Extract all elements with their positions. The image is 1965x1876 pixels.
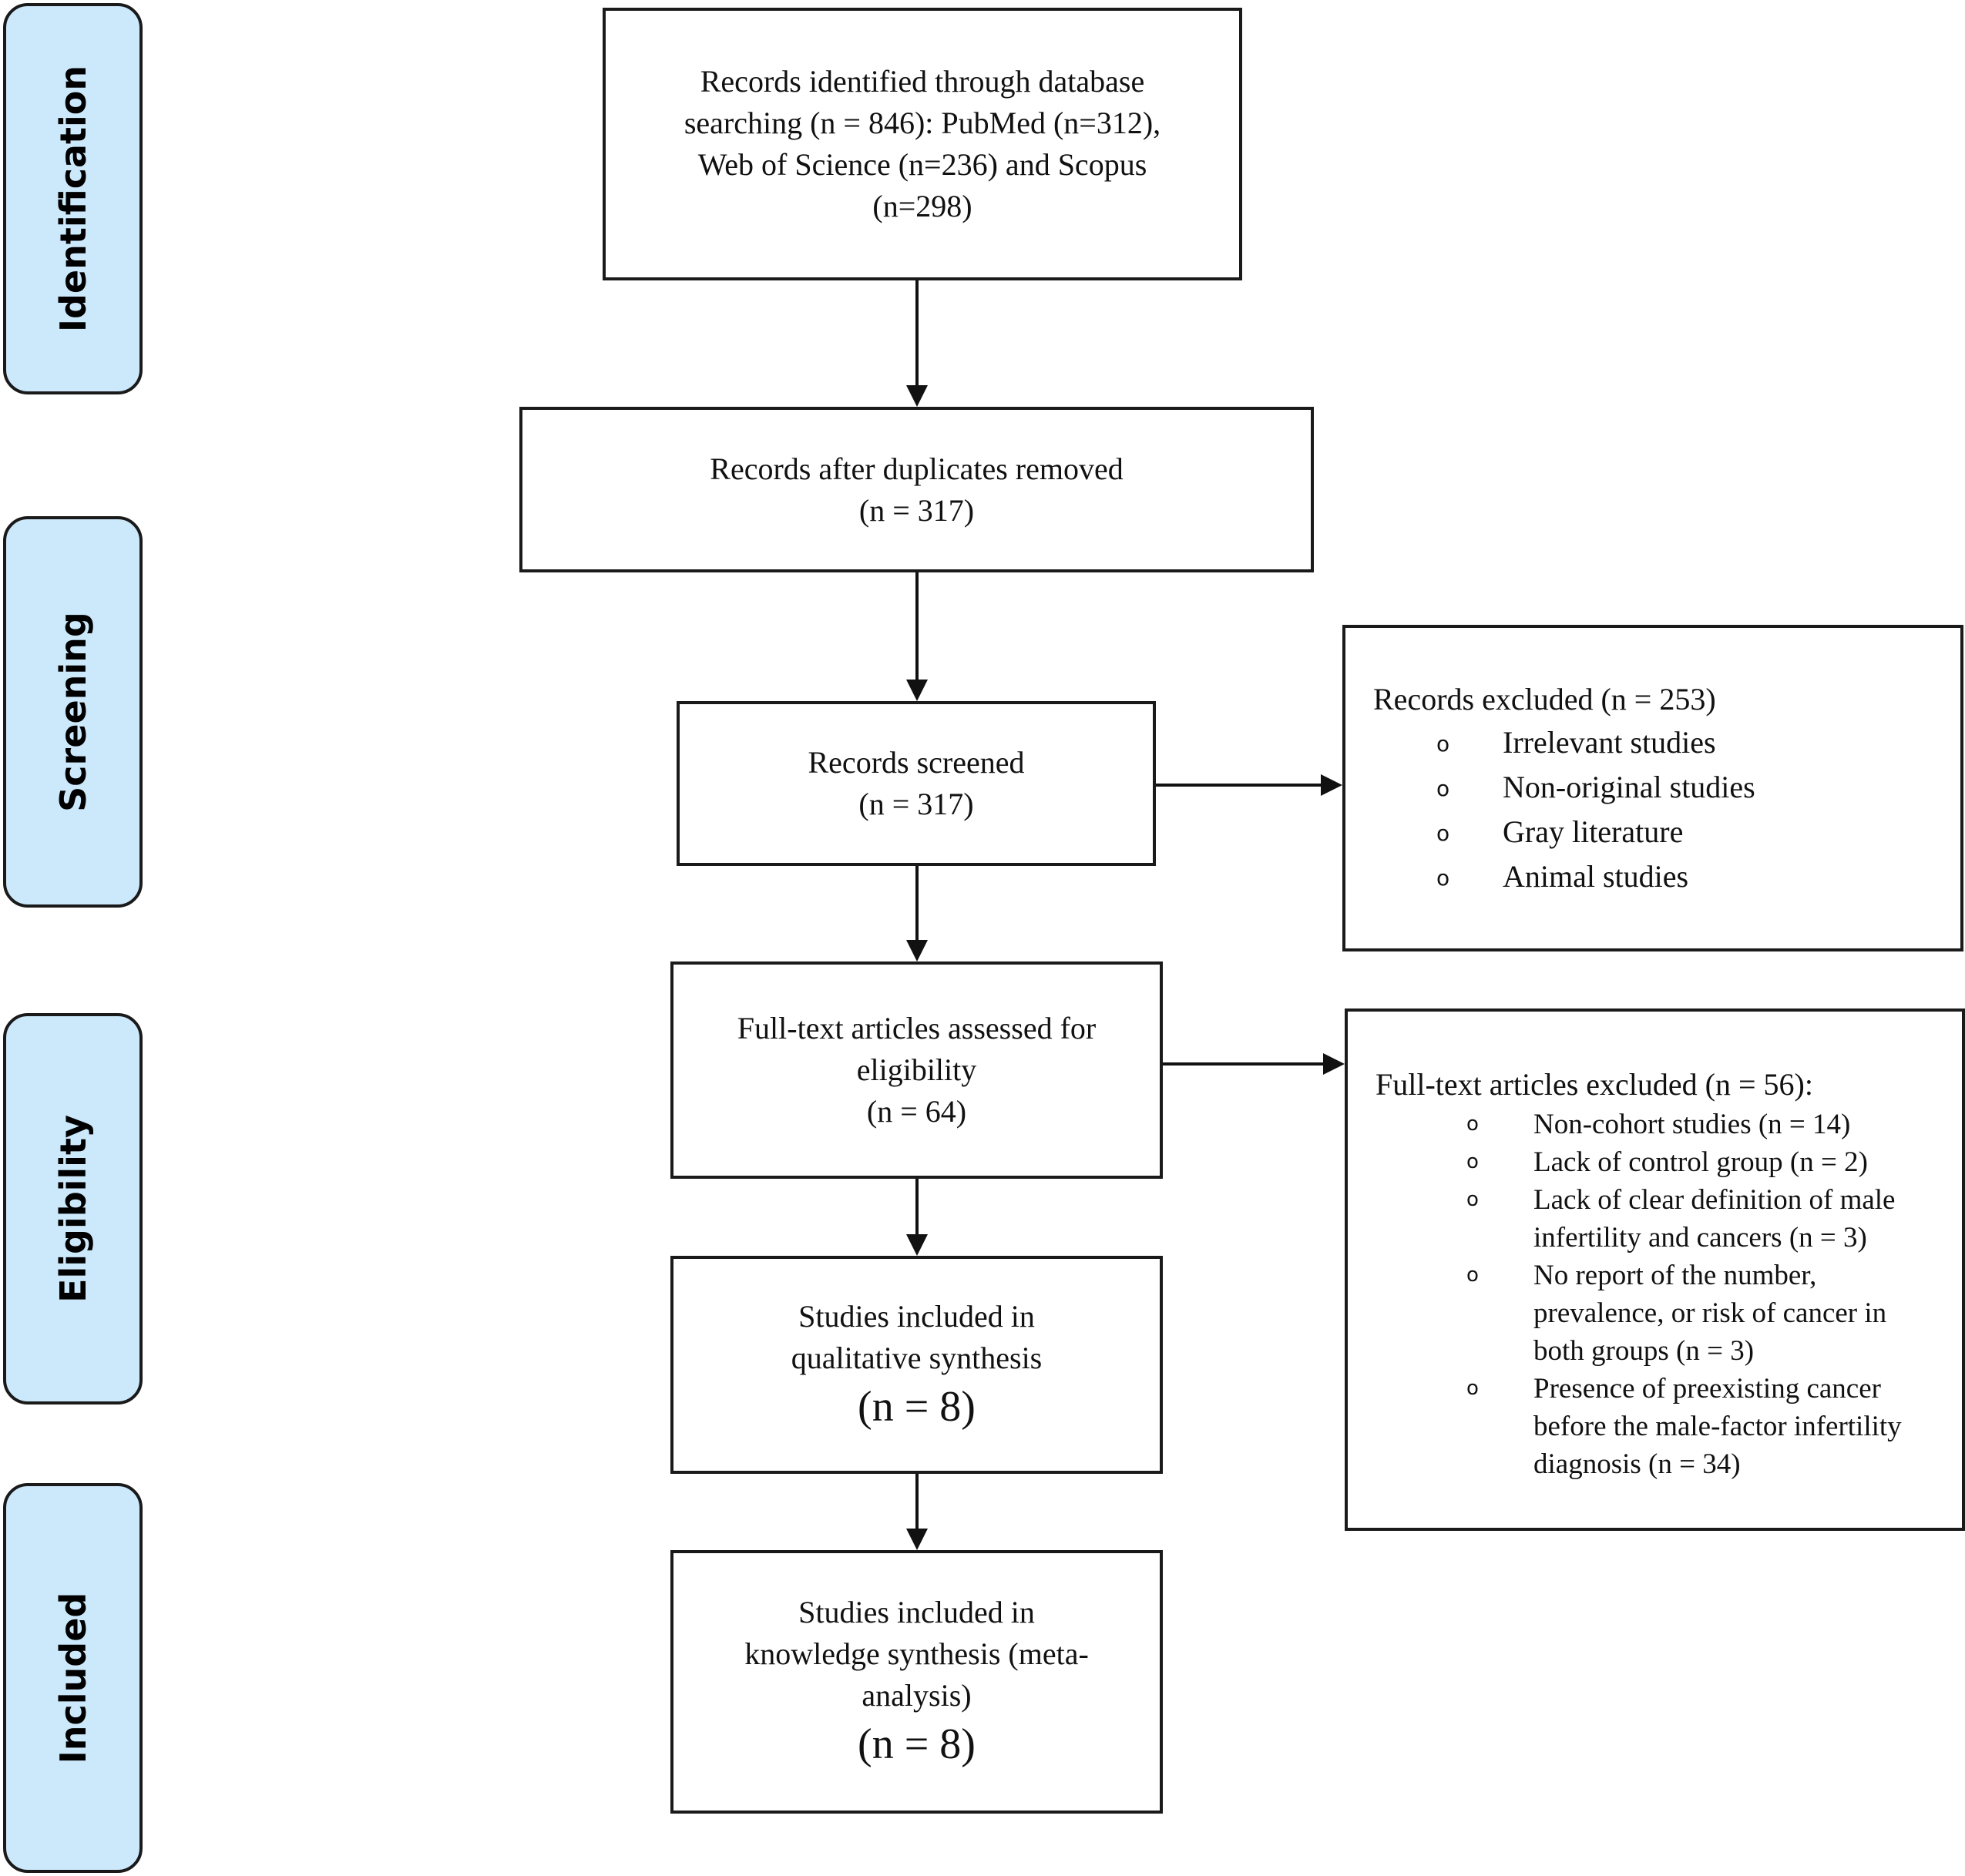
box-text-line: Studies included in	[798, 1298, 1035, 1334]
list-item: o Non-original studies	[1373, 765, 1960, 810]
bullet-icon: o	[1466, 1264, 1479, 1287]
arrowhead-icon	[906, 1529, 928, 1550]
bullet-icon: o	[1466, 1113, 1479, 1136]
list-item-text: infertility and cancers (n = 3)	[1533, 1222, 1867, 1253]
list-item-text: Non-cohort studies (n = 14)	[1533, 1109, 1851, 1140]
list-item-text: before the male-factor infertility	[1533, 1411, 1902, 1442]
bullet-icon: o	[1436, 865, 1450, 891]
box-count: (n = 8)	[858, 1720, 976, 1768]
box-text-line: knowledge synthesis (meta-	[744, 1636, 1089, 1671]
list-item-text: Lack of control group (n = 2)	[1533, 1146, 1868, 1178]
box-text-line: searching (n = 846): PubMed (n=312),	[684, 106, 1161, 140]
box-text-line: Studies included in	[798, 1595, 1035, 1629]
list-item-text: Animal studies	[1503, 859, 1689, 894]
list-item-text: Presence of preexisting cancer	[1533, 1373, 1881, 1404]
box-text-line: Full-text articles assessed for	[737, 1011, 1097, 1045]
arrowhead-icon	[1321, 774, 1342, 796]
list-item: o Gray literature	[1373, 810, 1960, 854]
records-identified-box: Records identified through database sear…	[603, 8, 1242, 280]
list-item-text: Non-original studies	[1503, 770, 1755, 804]
arrowhead-icon	[906, 680, 928, 701]
list-item-text: Gray literature	[1503, 814, 1684, 849]
meta-analysis-box: Studies included in knowledge synthesis …	[670, 1550, 1163, 1814]
bullet-icon: o	[1436, 776, 1450, 801]
fulltext-excluded-title: Full-text articles excluded (n = 56):	[1376, 1067, 1813, 1102]
phase-identification: Identification	[3, 3, 143, 394]
list-item: o Lack of control group (n = 2)	[1376, 1143, 1962, 1181]
records-screened-box: Records screened (n = 317)	[677, 701, 1156, 866]
records-excluded-title: Records excluded (n = 253)	[1373, 682, 1716, 717]
list-item-text: prevalence, or risk of cancer in	[1533, 1297, 1887, 1329]
list-item: o No report of the number, prevalence, or …	[1376, 1257, 1962, 1370]
list-item-text: Lack of clear definition of male	[1533, 1184, 1896, 1216]
phase-included: Included	[3, 1483, 143, 1873]
duplicates-removed-box: Records after duplicates removed (n = 31…	[519, 407, 1314, 572]
box-text-line: Records screened	[808, 745, 1025, 780]
arrowhead-icon	[906, 1234, 928, 1256]
list-item: o Presence of preexisting cancer before th…	[1376, 1370, 1962, 1483]
list-item: o Animal studies	[1373, 854, 1960, 899]
qualitative-synthesis-box: Studies included in qualitative synthesi…	[670, 1256, 1163, 1474]
bullet-icon: o	[1436, 731, 1450, 757]
bullet-icon: o	[1466, 1188, 1479, 1211]
box-text-line: Web of Science (n=236) and Scopus	[697, 147, 1147, 182]
box-text-line: (n=298)	[872, 189, 972, 223]
fulltext-assessed-box: Full-text articles assessed for eligibil…	[670, 961, 1163, 1179]
arrowhead-icon	[1323, 1053, 1345, 1075]
phase-eligibility: Eligibility	[3, 1013, 143, 1404]
box-text-line: qualitative synthesis	[791, 1340, 1043, 1375]
box-text-line: eligibility	[856, 1052, 977, 1087]
list-item-text: both groups (n = 3)	[1533, 1335, 1755, 1367]
bullet-icon: o	[1466, 1150, 1479, 1173]
bullet-icon: o	[1436, 821, 1450, 846]
bullet-icon: o	[1466, 1377, 1479, 1400]
box-text-line: Records after duplicates removed	[710, 451, 1124, 486]
box-text-line: (n = 64)	[866, 1094, 967, 1129]
records-excluded-box: Records excluded (n = 253) o Irrelevant s…	[1342, 625, 1963, 951]
list-item-text: No report of the number,	[1533, 1260, 1817, 1291]
arrowhead-icon	[906, 385, 928, 407]
list-item: o Irrelevant studies	[1373, 720, 1960, 765]
list-item-text: diagnosis (n = 34)	[1533, 1448, 1741, 1480]
box-text-line: Records identified through database	[700, 64, 1145, 99]
arrowhead-icon	[906, 940, 928, 961]
list-item: o Lack of clear definition of male inferti…	[1376, 1181, 1962, 1257]
box-text-line: (n = 317)	[858, 492, 975, 528]
box-text-line: (n = 317)	[858, 787, 974, 821]
list-item: o Non-cohort studies (n = 14)	[1376, 1106, 1962, 1143]
list-item-text: Irrelevant studies	[1503, 725, 1716, 760]
box-count: (n = 8)	[858, 1382, 976, 1431]
phase-screening: Screening	[3, 516, 143, 908]
box-text-line: analysis)	[862, 1678, 972, 1713]
